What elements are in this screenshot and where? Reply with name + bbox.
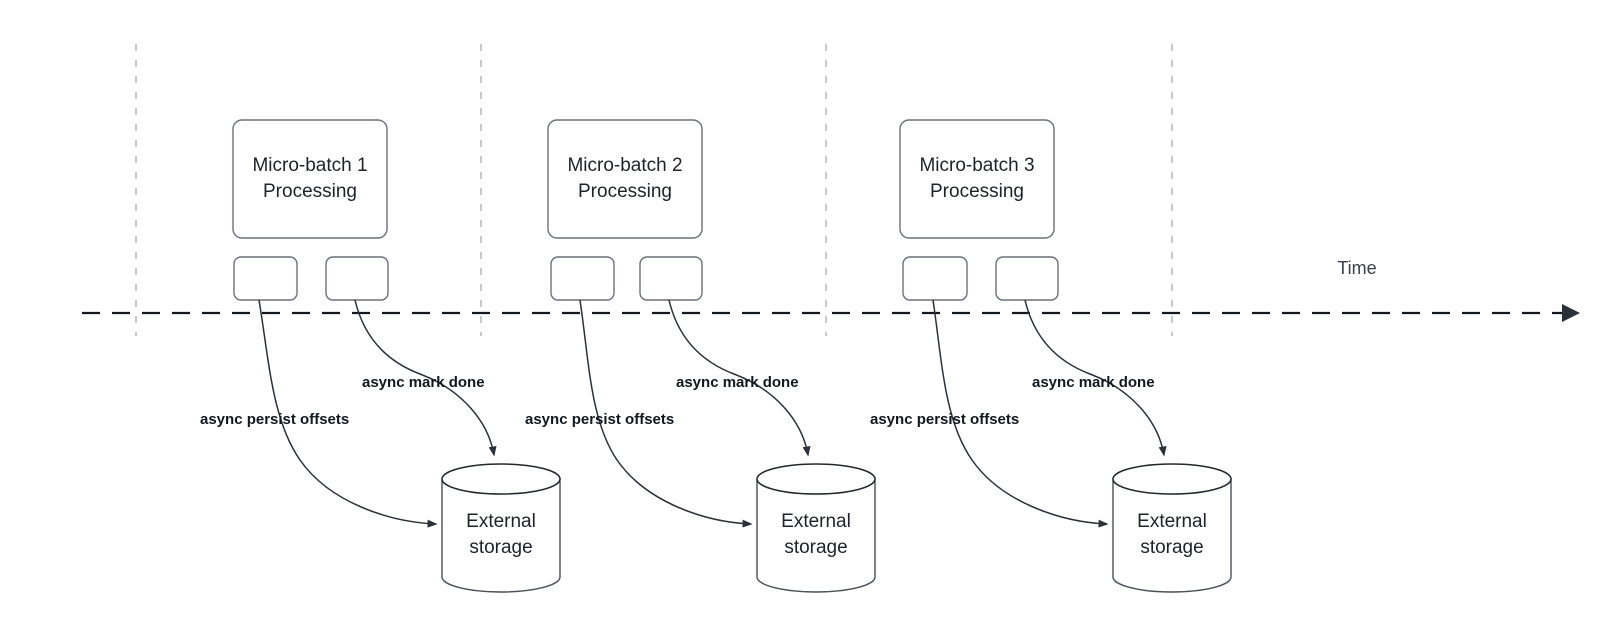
batch-3-mark-done-label: async mark done [1032, 374, 1155, 391]
batch-1-task-box-b[interactable] [325, 256, 389, 301]
batch-2-processing-box[interactable] [547, 119, 703, 239]
batch-1-persist-offsets-label: async persist offsets [200, 411, 349, 428]
batch-2-group: Micro-batch 2 Processing async persist o… [525, 119, 876, 593]
batch-1-persist-offsets-arrow [258, 299, 438, 528]
batch-3-cylinder-body [1112, 478, 1232, 593]
batch-1-storage-label-line2: storage [469, 537, 532, 558]
batch-3-task-box-b[interactable] [995, 256, 1059, 301]
timeline-arrowhead [1562, 304, 1580, 322]
batch-2-cylinder-top [756, 463, 876, 495]
timeline-axis: Time [82, 258, 1580, 322]
batch-2-persist-offsets-arrow [579, 299, 753, 528]
batch-1-mark-done-label: async mark done [362, 374, 485, 391]
batch-1-external-storage[interactable]: External storage [441, 463, 561, 593]
batch-2-mark-done-label: async mark done [676, 374, 799, 391]
batch-3-title-line2: Processing [930, 181, 1024, 202]
batch-2-task-box-b[interactable] [639, 256, 703, 301]
batch-2-title-line2: Processing [578, 181, 672, 202]
batch-3-task-box-a[interactable] [902, 256, 968, 301]
batch-2-title-line1: Micro-batch 2 [567, 155, 682, 176]
timeline-label: Time [1337, 258, 1376, 278]
batch-3-persist-offsets-arrow [932, 299, 1109, 528]
batch-2-persist-offsets-label: async persist offsets [525, 411, 674, 428]
batch-3-cylinder-top [1112, 463, 1232, 495]
batch-3-title-line1: Micro-batch 3 [919, 155, 1034, 176]
batch-2-task-box-a[interactable] [550, 256, 615, 301]
batch-1-storage-label-line1: External [466, 511, 536, 532]
batch-1-cylinder-top [441, 463, 561, 495]
batch-3-processing-box[interactable] [899, 119, 1055, 239]
batch-1-title-line2: Processing [263, 181, 357, 202]
batch-3-external-storage[interactable]: External storage [1112, 463, 1232, 593]
batch-1-mark-done-arrow [354, 299, 497, 457]
batch-3-storage-label-line2: storage [1140, 537, 1203, 558]
batch-3-persist-offsets-label: async persist offsets [870, 411, 1019, 428]
batch-1-task-box-a[interactable] [233, 256, 298, 301]
batch-1-processing-box[interactable] [232, 119, 388, 239]
batch-2-external-storage[interactable]: External storage [756, 463, 876, 593]
batch-3-mark-done-arrow [1024, 299, 1167, 457]
batch-1-title-line1: Micro-batch 1 [252, 155, 367, 176]
guide-lines [135, 44, 1173, 336]
batch-3-storage-label-line1: External [1137, 511, 1207, 532]
batch-1-cylinder-body [441, 478, 561, 593]
batch-2-storage-label-line1: External [781, 511, 851, 532]
batch-2-cylinder-body [756, 478, 876, 593]
batch-3-group: Micro-batch 3 Processing async persist o… [870, 119, 1232, 593]
batch-1-group: Micro-batch 1 Processing async persist o… [200, 119, 561, 593]
batch-2-mark-done-arrow [668, 299, 811, 457]
batch-2-storage-label-line2: storage [784, 537, 847, 558]
